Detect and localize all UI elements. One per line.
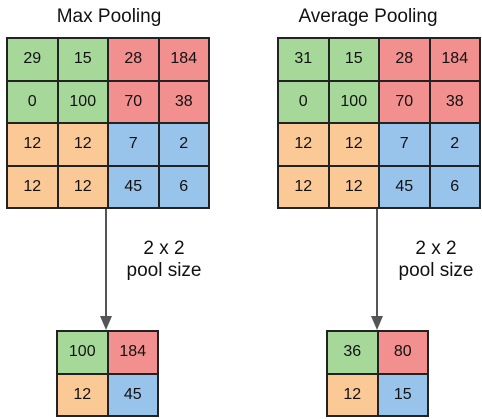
grid-cell: 36 — [327, 331, 378, 374]
average-pool-size-label: 2 x 2 pool size — [388, 238, 482, 282]
grid-cell: 12 — [278, 123, 329, 166]
grid-cell: 45 — [379, 165, 430, 208]
max-pooling-title: Max Pooling — [56, 6, 162, 27]
grid-cell: 12 — [328, 165, 379, 208]
average-pooling-title: Average Pooling — [298, 6, 438, 27]
grid-cell: 184 — [107, 331, 158, 374]
grid-cell: 80 — [377, 331, 428, 374]
grid-cell: 6 — [429, 165, 480, 208]
pool-size-dims: 2 x 2 — [143, 238, 185, 259]
grid-cell: 31 — [278, 38, 329, 81]
grid-cell: 6 — [158, 165, 209, 208]
grid-cell: 70 — [379, 80, 430, 123]
grid-cell: 12 — [57, 165, 108, 208]
grid-cell: 12 — [57, 123, 108, 166]
grid-cell: 45 — [108, 165, 159, 208]
max-pool-size-label: 2 x 2 pool size — [116, 238, 212, 282]
grid-cell: 2 — [429, 123, 480, 166]
grid-cell: 12 — [7, 123, 58, 166]
grid-cell: 15 — [328, 38, 379, 81]
grid-cell: 184 — [429, 38, 480, 81]
grid-cell: 100 — [328, 80, 379, 123]
grid-cell: 2 — [158, 123, 209, 166]
grid-cell: 15 — [377, 373, 428, 416]
grid-cell: 12 — [7, 165, 58, 208]
grid-cell: 7 — [379, 123, 430, 166]
grid-cell: 38 — [429, 80, 480, 123]
grid-cell: 0 — [7, 80, 58, 123]
grid-cell: 7 — [108, 123, 159, 166]
pool-size-text: pool size — [398, 260, 474, 281]
max-pooling-arrow — [100, 209, 112, 330]
grid-cell: 0 — [278, 80, 329, 123]
grid-cell: 45 — [107, 373, 158, 416]
grid-cell: 28 — [108, 38, 159, 81]
grid-cell: 12 — [278, 165, 329, 208]
grid-cell: 100 — [57, 331, 108, 374]
grid-cell: 38 — [158, 80, 209, 123]
grid-cell: 12 — [327, 373, 378, 416]
pool-size-dims: 2 x 2 — [415, 238, 457, 259]
grid-cell: 70 — [108, 80, 159, 123]
pool-size-text: pool size — [126, 260, 202, 281]
grid-cell: 12 — [328, 123, 379, 166]
grid-cell: 12 — [57, 373, 108, 416]
grid-cell: 29 — [7, 38, 58, 81]
grid-cell: 100 — [57, 80, 108, 123]
grid-cell: 15 — [57, 38, 108, 81]
grid-cell: 184 — [158, 38, 209, 81]
grid-cell: 28 — [379, 38, 430, 81]
average-pooling-arrow — [371, 209, 383, 330]
